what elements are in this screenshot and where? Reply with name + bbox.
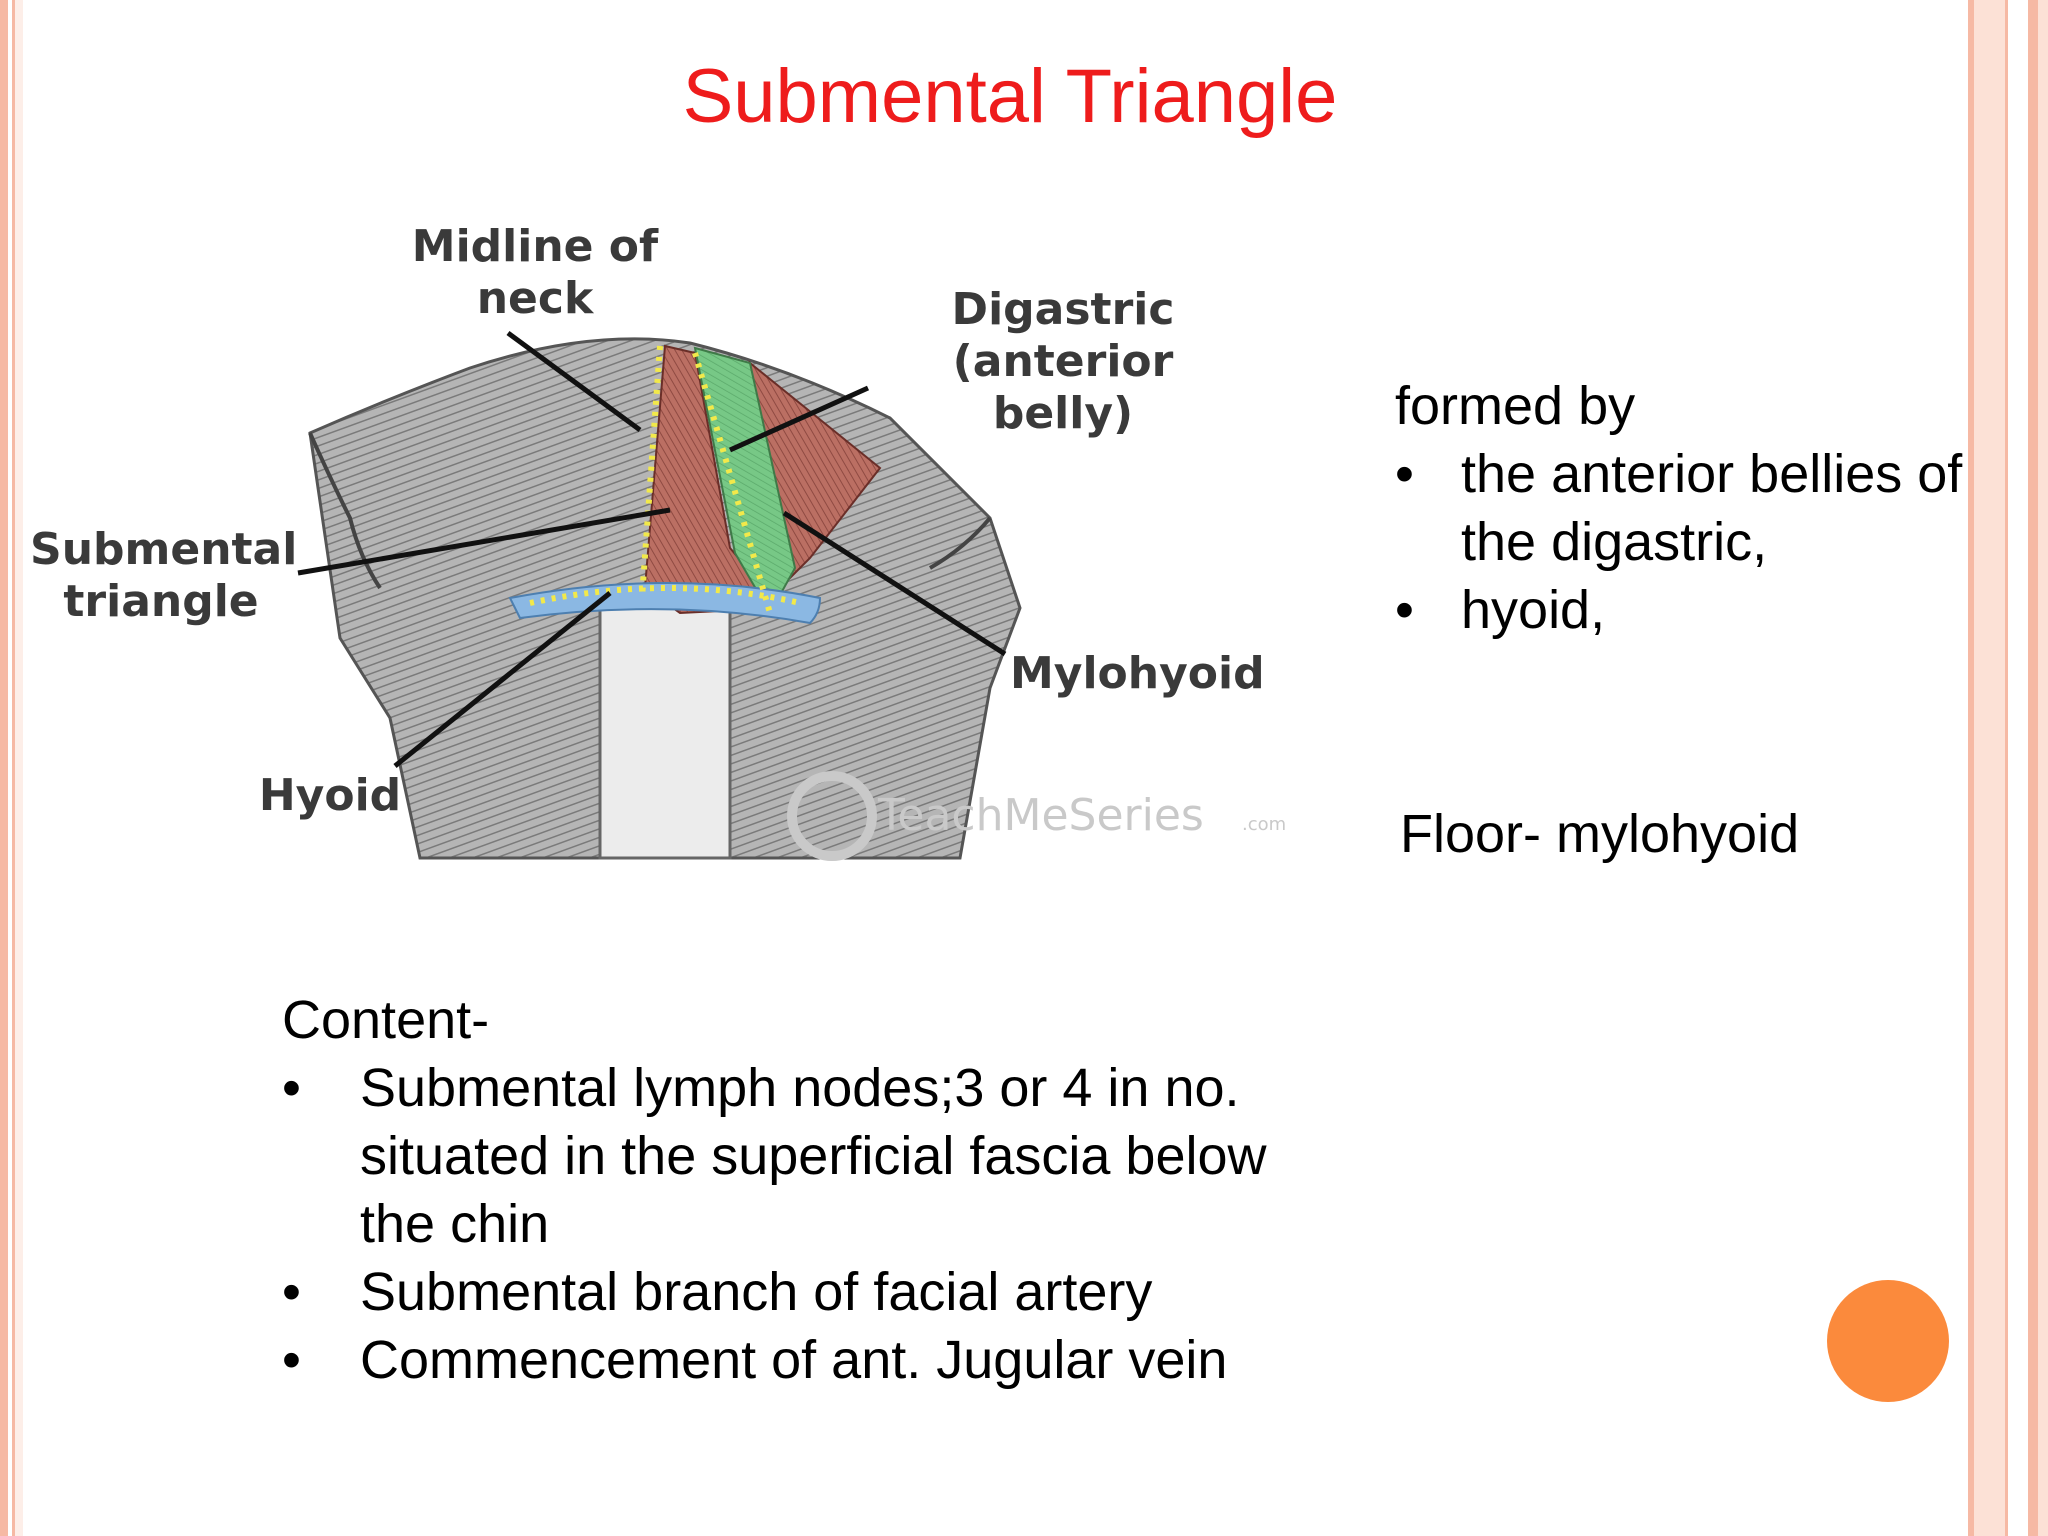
slide-border-left	[0, 0, 8, 1536]
submental-leader-line	[297, 507, 671, 576]
label-submental-triangle: Submental triangle	[30, 524, 298, 627]
formed-by-list: the anterior bellies of the digastric, h…	[1395, 440, 1995, 644]
slide-border-right-line	[2028, 0, 2038, 1536]
watermark-text: TeachMeSeries	[877, 790, 1204, 841]
label-midline-of-neck: Midline of neck	[411, 221, 659, 324]
formed-by-item: hyoid,	[1395, 576, 1995, 644]
floor-text: Floor- mylohyoid	[1400, 804, 1800, 864]
formed-by-heading: formed by	[1395, 376, 1636, 436]
label-mylohyoid: Mylohyoid	[1010, 648, 1265, 699]
decorative-circle	[1827, 1280, 1949, 1402]
label-hyoid: Hyoid	[258, 770, 402, 821]
slide-border-right-gap	[2008, 0, 2028, 1536]
digastric-leader-line	[728, 385, 870, 453]
label-digastric: Digastric (anterior belly)	[951, 284, 1175, 439]
slide-border-right-line	[2005, 0, 2008, 1536]
content-heading: Content-	[282, 990, 490, 1050]
watermark-logo	[787, 771, 877, 861]
mandible-edge-left	[308, 432, 382, 590]
content-item: Commencement of ant. Jugular vein	[282, 1326, 1282, 1394]
larynx-shape	[598, 601, 732, 860]
slide-border-left-line	[12, 0, 15, 1536]
content-section: Content- Submental lymph nodes;3 or 4 in…	[282, 986, 1282, 1394]
triangle-outline	[529, 345, 801, 614]
slide-border-left-fill	[15, 0, 23, 1536]
slide-title: Submental Triangle	[682, 54, 1338, 139]
anatomy-figure: TeachMeSeries .com Midline of neck Digas…	[30, 218, 1300, 878]
content-list: Submental lymph nodes;3 or 4 in no. situ…	[282, 1054, 1282, 1394]
content-item: Submental lymph nodes;3 or 4 in no. situ…	[282, 1054, 1282, 1258]
hyoid-leader-line	[393, 591, 612, 768]
slide-border-right-line	[1968, 0, 1974, 1536]
mylohyoid-leader-line	[782, 510, 1007, 657]
formed-by-item: the anterior bellies of the digastric,	[1395, 440, 1995, 576]
mandible-edge-right	[929, 516, 992, 570]
formed-by-section: formed by the anterior bellies of the di…	[1395, 372, 1995, 644]
content-item: Submental branch of facial artery	[282, 1258, 1282, 1326]
watermark-suffix: .com	[1242, 814, 1286, 835]
neck-illustration: TeachMeSeries .com	[297, 330, 1286, 861]
midline-leader-line	[506, 330, 642, 433]
